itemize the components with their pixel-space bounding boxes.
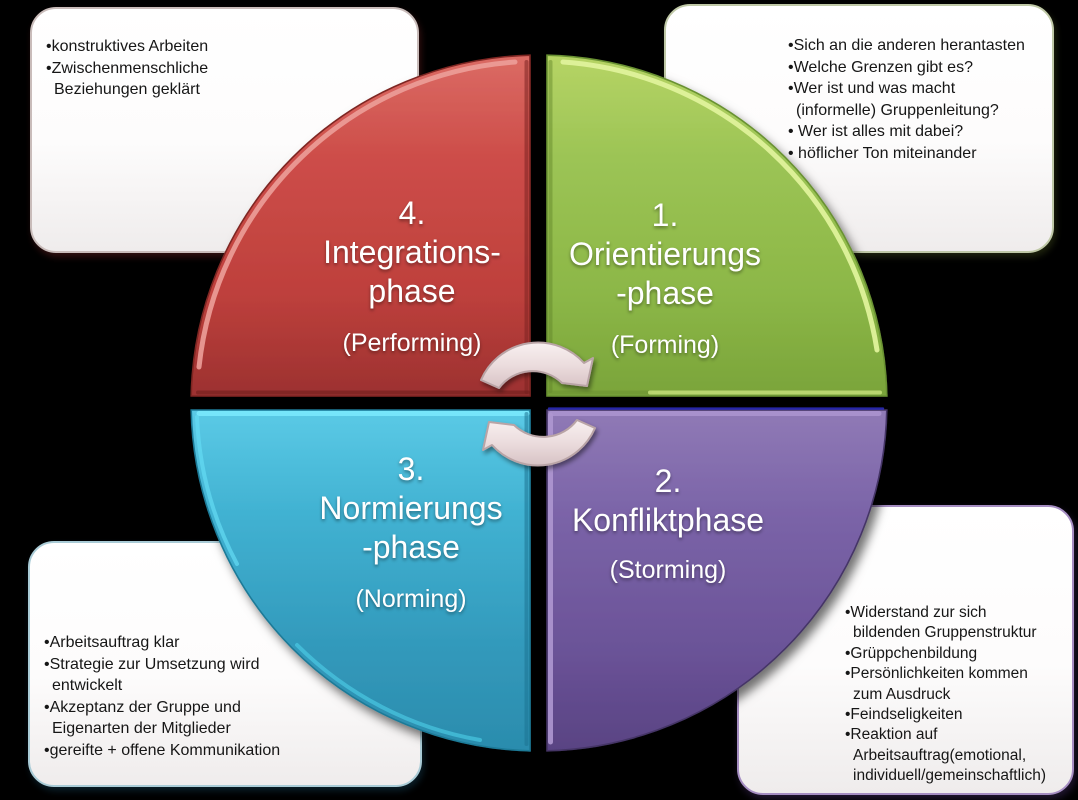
callout-list-forming: •Sich an die anderen herantasten •Welche …	[788, 35, 1046, 164]
callout-list-performing: •konstruktives Arbeiten •Zwischenmenschli…	[46, 36, 398, 101]
quadrant-performing-shape	[190, 54, 531, 397]
quadrant-forming-shape	[546, 54, 888, 397]
bullet-item: •Grüppchenbildung	[845, 644, 978, 662]
quadrant-norming-shape	[190, 409, 531, 752]
bullet-item: •Welche Grenzen gibt es?	[788, 58, 973, 76]
bullet-item: •konstruktives Arbeiten	[46, 38, 209, 55]
bullet-item: •Widerstand zur sich bildenden Gruppenst…	[845, 604, 1037, 642]
bevel-accents	[195, 59, 885, 746]
cycle-arrow-bottom-icon	[482, 419, 596, 467]
bullet-item: •Feindseligkeiten	[845, 706, 963, 724]
cycle-arrow-top-icon	[480, 341, 594, 389]
bullet-item: • höflicher Ton miteinander	[788, 144, 977, 162]
bullet-item: •gereifte + offene Kommunikation	[44, 741, 281, 759]
bullet-item: •Wer ist und was macht (informelle) Grup…	[788, 80, 999, 119]
bullet-item: • Wer ist alles mit dabei?	[788, 123, 964, 140]
bullet-item: •Reaktion auf Arbeitsauftrag(emotional, …	[845, 726, 1046, 785]
callout-list-storming: •Widerstand zur sich bildenden Gruppenst…	[845, 603, 1065, 787]
bullet-item: •Persönlichkeiten kommen zum Ausdruck	[845, 665, 1028, 703]
quadrant-storming-shape	[546, 409, 888, 752]
bullet-item: •Arbeitsauftrag klar	[44, 634, 180, 651]
bullet-item: •Sich an die anderen herantasten	[788, 37, 1025, 54]
bullet-item: •Zwischenmenschliche Beziehungen geklärt	[46, 59, 209, 99]
bullet-item: •Akzeptanz der Gruppe und Eigenarten der…	[44, 698, 241, 738]
bullet-item: •Strategie zur Umsetzung wird entwickelt	[44, 655, 260, 695]
callout-list-norming: •Arbeitsauftrag klar •Strategie zur Umset…	[44, 632, 406, 761]
